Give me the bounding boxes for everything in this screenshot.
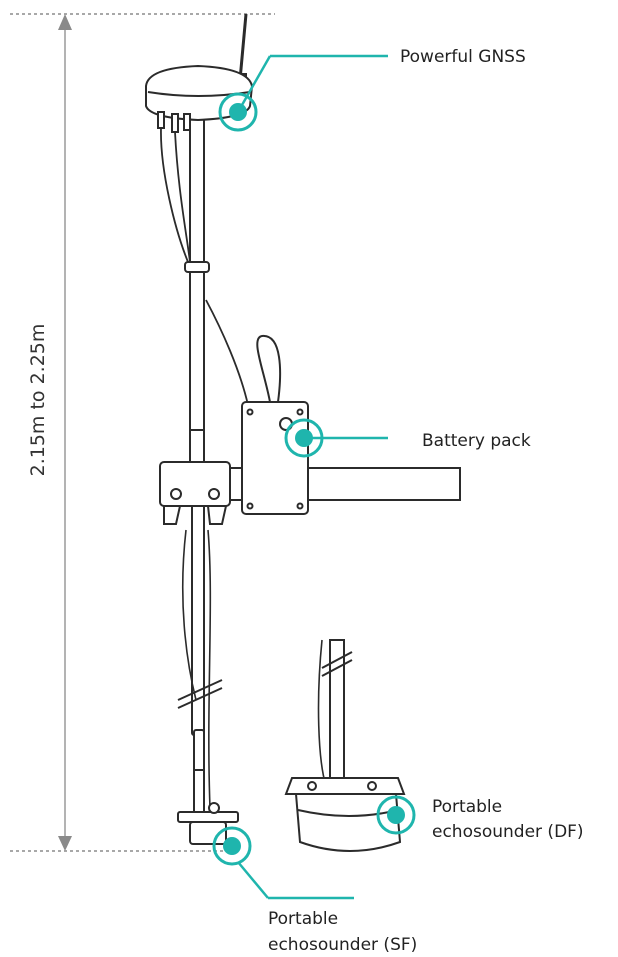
arrow-up-head bbox=[58, 14, 72, 30]
gnss-battery-cable bbox=[205, 299, 249, 406]
callout-gnss: Powerful GNSS bbox=[218, 47, 526, 132]
echo-df-label-line2: echosounder (DF) bbox=[432, 822, 584, 842]
echo-sf-label-line2: echosounder (SF) bbox=[268, 935, 417, 955]
gnss-callout-dot bbox=[229, 103, 247, 121]
battery-callout-dot bbox=[295, 429, 313, 447]
battery-label: Battery pack bbox=[422, 431, 531, 451]
height-label: 2.15m to 2.25m bbox=[27, 324, 49, 477]
callout-battery: Battery pack bbox=[284, 418, 531, 458]
echo-df-callout-dot bbox=[387, 806, 405, 824]
echosounder-df bbox=[284, 639, 406, 852]
gnss-label: Powerful GNSS bbox=[400, 47, 526, 67]
boat-mount-rail bbox=[159, 461, 461, 525]
echosounder-sf bbox=[177, 529, 239, 845]
height-dimension: 2.15m to 2.25m bbox=[10, 13, 275, 852]
battery-pack bbox=[241, 334, 309, 515]
callout-echosounder-sf: Portable echosounder (SF) bbox=[212, 826, 417, 955]
echo-sf-label-line1: Portable bbox=[268, 909, 338, 929]
echo-sf-callout-dot bbox=[223, 837, 241, 855]
arrow-down-head bbox=[58, 836, 72, 851]
callout-echosounder-df: Portable echosounder (DF) bbox=[376, 795, 584, 842]
echo-df-label-line1: Portable bbox=[432, 797, 502, 817]
